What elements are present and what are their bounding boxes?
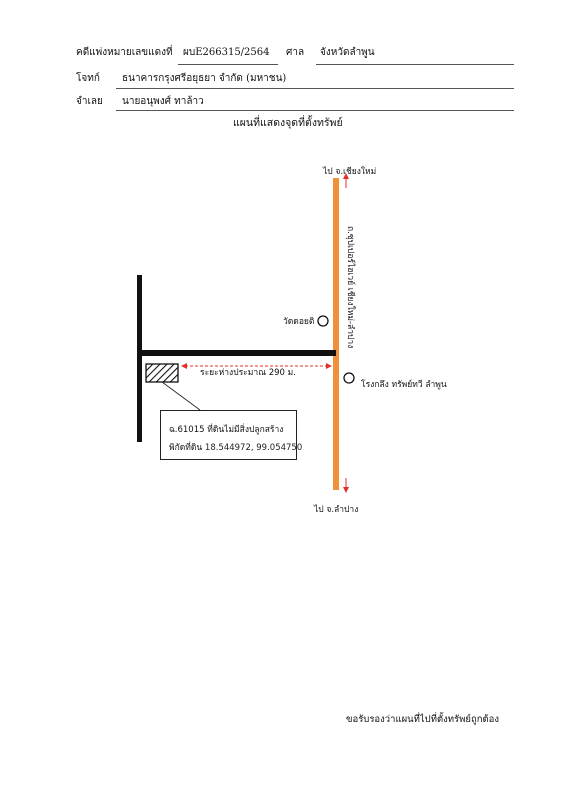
south-arrow-icon bbox=[343, 478, 349, 493]
north-arrow-icon bbox=[343, 173, 349, 188]
defendant-underline bbox=[116, 110, 514, 111]
parcel-coordinates: พิกัดที่ดิน 18.544972, 99.054750 bbox=[169, 440, 302, 454]
to-chiangmai-label: ไป จ.เชียงใหม่ bbox=[323, 167, 377, 177]
certification-text: ขอรับรองว่าแผนที่ไปที่ตั้งทรัพย์ถูกต้อง bbox=[346, 714, 499, 725]
map-title: แผนที่แสดงจุดที่ตั้งทรัพย์ bbox=[233, 117, 343, 129]
land-parcel bbox=[145, 363, 179, 383]
temple-label: วัดดอยติ bbox=[283, 317, 315, 327]
temple-landmark-icon bbox=[317, 315, 329, 327]
distance-label: ระยะห่างประมาณ 290 ม. bbox=[200, 368, 296, 378]
plaintiff-name: ธนาคารกรุงศรีอยุธยา จำกัด (มหาชน) bbox=[122, 73, 287, 84]
case-number-value: ผบE266315/2564 bbox=[183, 47, 270, 58]
court-underline bbox=[316, 64, 514, 65]
plaintiff-label: โจทก์ bbox=[76, 73, 100, 84]
distance-arrow bbox=[181, 363, 332, 369]
to-lampang-label: ไป จ.ลำปาง bbox=[314, 505, 359, 515]
defendant-label: จำเลย bbox=[76, 96, 103, 107]
court-label: ศาล bbox=[286, 47, 305, 58]
access-road bbox=[140, 350, 336, 356]
parcel-coords-value: 18.544972, 99.054750 bbox=[204, 443, 303, 453]
plaintiff-underline bbox=[116, 88, 514, 89]
parcel-description: ฉ.61015 ที่ดินไม่มีสิ่งปลูกสร้าง bbox=[169, 425, 284, 435]
parcel-leader-line bbox=[161, 381, 201, 411]
side-road-vertical bbox=[137, 275, 142, 442]
highway-name: ถ.ซุปเปอร์ไฮเวย์ เชียงใหม่-ลำปาง bbox=[345, 226, 356, 348]
factory-label: โรงกลึง ทรัพย์ทวี ลำพูน bbox=[361, 380, 447, 390]
defendant-name: นายอนุพงศ์ ทาล้าว bbox=[122, 96, 204, 107]
case-number-underline bbox=[178, 64, 278, 65]
factory-landmark-icon bbox=[343, 372, 355, 384]
highway-road bbox=[333, 178, 339, 490]
parcel-info-box: ฉ.61015 ที่ดินไม่มีสิ่งปลูกสร้าง พิกัดที… bbox=[160, 410, 302, 460]
court-name: จังหวัดลำพูน bbox=[320, 47, 375, 58]
case-number-label: คดีแพ่งหมายเลขแดงที่ bbox=[76, 47, 173, 58]
parcel-coords-label: พิกัดที่ดิน bbox=[169, 443, 203, 453]
